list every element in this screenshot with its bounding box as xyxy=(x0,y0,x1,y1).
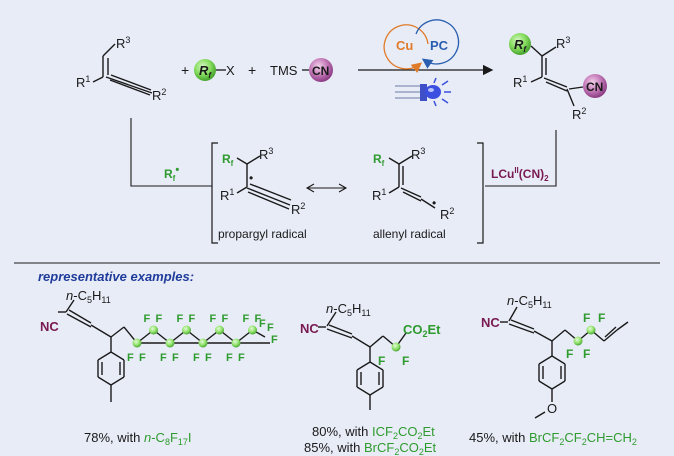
example-3-structure: NC n-C5H11 F F F F O xyxy=(481,293,629,419)
allenyl-r3: R3 xyxy=(411,146,425,162)
pf-chain-node xyxy=(198,338,208,348)
caption-example-2b: 85%, with BrCF2CO2Et xyxy=(304,440,437,456)
propargyl-radical-dot: • xyxy=(249,171,253,185)
example-2-structure: NC n-C5H11 F F CO2Et xyxy=(300,301,441,410)
ex3-cf2-node-1 xyxy=(573,336,583,346)
pf-chain-fluorine: F xyxy=(127,352,134,364)
rf-radical-label: Rf• xyxy=(164,164,179,183)
pf-chain-fluorine: F xyxy=(238,352,245,364)
ex1-nc: NC xyxy=(40,319,59,334)
product-r2: R2 xyxy=(572,106,586,122)
tms-cn-label: CN xyxy=(312,64,329,78)
ex3-cf2-node-2 xyxy=(586,325,596,335)
propargyl-radical-skeleton xyxy=(236,155,292,210)
pf-chain-node xyxy=(149,325,158,335)
plus-sign-2: + xyxy=(248,62,256,78)
product-cn: CN xyxy=(586,80,603,94)
pf-chain-node xyxy=(182,325,191,335)
pf-chain-fluorine: F xyxy=(156,313,163,325)
ex3-nc: NC xyxy=(481,315,500,330)
ex2-f-left: F xyxy=(378,354,385,368)
product-cn-bubble xyxy=(583,74,607,98)
ex2-nc: NC xyxy=(300,321,319,336)
pf-chain-terminal-fluorine: F xyxy=(267,322,274,334)
pf-chain-node xyxy=(248,325,257,335)
allenyl-radical-label: allenyl radical xyxy=(373,227,446,241)
pf-chain-terminal-fluorine: F xyxy=(259,318,266,330)
propargyl-rf: Rf xyxy=(222,152,234,168)
propargyl-radical-label: propargyl radical xyxy=(218,227,307,241)
allenyl-radical-skeleton xyxy=(388,155,436,209)
pf-chain-fluorine: F xyxy=(144,313,151,325)
plus-sign-1: + xyxy=(181,62,189,78)
resonance-arrow xyxy=(305,183,348,193)
product-rf-bubble xyxy=(509,33,531,55)
allenyl-radical-dot: • xyxy=(432,196,436,210)
caption-example-3: 45%, with BrCF2CF2CH=CH2 xyxy=(469,430,637,447)
ex3-f3: F xyxy=(583,311,590,325)
product-rf: Rf xyxy=(514,37,527,54)
pf-chain-fluorine: F xyxy=(172,352,179,364)
dual-catalytic-cycle: Cu PC xyxy=(383,19,460,73)
example-1-structure: NC n-C5H11 xyxy=(40,288,270,402)
propargyl-r1: R1 xyxy=(220,187,234,203)
tms-label: TMS xyxy=(270,63,298,78)
examples-heading: representative examples: xyxy=(38,269,194,284)
enyne-r2: R2 xyxy=(152,87,166,103)
propargyl-r3: R3 xyxy=(259,146,273,162)
rf-bubble xyxy=(194,59,216,81)
pf-chain-fluorine: F xyxy=(193,352,200,364)
product-skeleton xyxy=(530,45,575,107)
cn-bubble xyxy=(309,58,333,82)
rf-reagent-label: Rf xyxy=(199,63,212,80)
pf-chain-fluorine: F xyxy=(205,352,212,364)
product-r1: R1 xyxy=(513,74,527,90)
pf-chain-fluorine: F xyxy=(139,352,146,364)
cu-label: Cu xyxy=(396,38,413,53)
ex3-f4: F xyxy=(598,311,605,325)
pf-chain-fluorine: F xyxy=(177,313,184,325)
pf-chain-fluorine: F xyxy=(189,313,196,325)
pf-chain-fluorine: F xyxy=(243,313,250,325)
pf-chain-node xyxy=(215,325,224,335)
allenyl-r2: R2 xyxy=(440,206,454,222)
ex2-cf2-node xyxy=(391,342,401,352)
propargyl-r2: R2 xyxy=(291,201,305,217)
enyne-substrate xyxy=(92,43,153,96)
pf-chain-fluorine: F xyxy=(160,352,167,364)
caption-example-1: 78%, with n-C8F17I xyxy=(84,430,192,447)
radical-brackets xyxy=(211,142,484,244)
pf-chain-node xyxy=(132,338,142,348)
ex3-methoxy-o: O xyxy=(547,401,557,416)
pf-chain-terminal-fluorine: F xyxy=(271,334,278,346)
pf-chain-fluorine: F xyxy=(255,313,262,325)
blue-led-icon xyxy=(395,77,451,107)
pf-chain-node xyxy=(231,338,241,348)
ex2-chain: n-C5H11 xyxy=(326,301,371,318)
ex1-chain: n-C5H11 xyxy=(66,288,111,305)
product-r3: R3 xyxy=(556,35,570,51)
pc-label: PC xyxy=(430,38,449,53)
allenyl-rf: Rf xyxy=(373,152,385,168)
pf-chain-fluorine: F xyxy=(210,313,217,325)
ex3-f1: F xyxy=(566,347,573,361)
pf-chain-fluorine: F xyxy=(226,352,233,364)
lcu-cn2-label: LCuII(CN)2 xyxy=(491,166,549,183)
ex3-f2: F xyxy=(583,347,590,361)
pf-chain-node xyxy=(165,338,175,348)
enyne-r1: R1 xyxy=(76,74,90,90)
rf-reagent-x: X xyxy=(226,63,235,78)
allenyl-r1: R1 xyxy=(372,187,386,203)
ex2-co2et: CO2Et xyxy=(403,322,441,339)
ex2-f-right: F xyxy=(402,354,409,368)
enyne-r3: R3 xyxy=(116,35,130,51)
ex3-chain: n-C5H11 xyxy=(507,293,552,310)
caption-example-2a: 80%, with ICF2CO2Et xyxy=(312,424,435,441)
mechanism-connectors xyxy=(130,118,557,187)
pf-chain-fluorine: F xyxy=(222,313,229,325)
